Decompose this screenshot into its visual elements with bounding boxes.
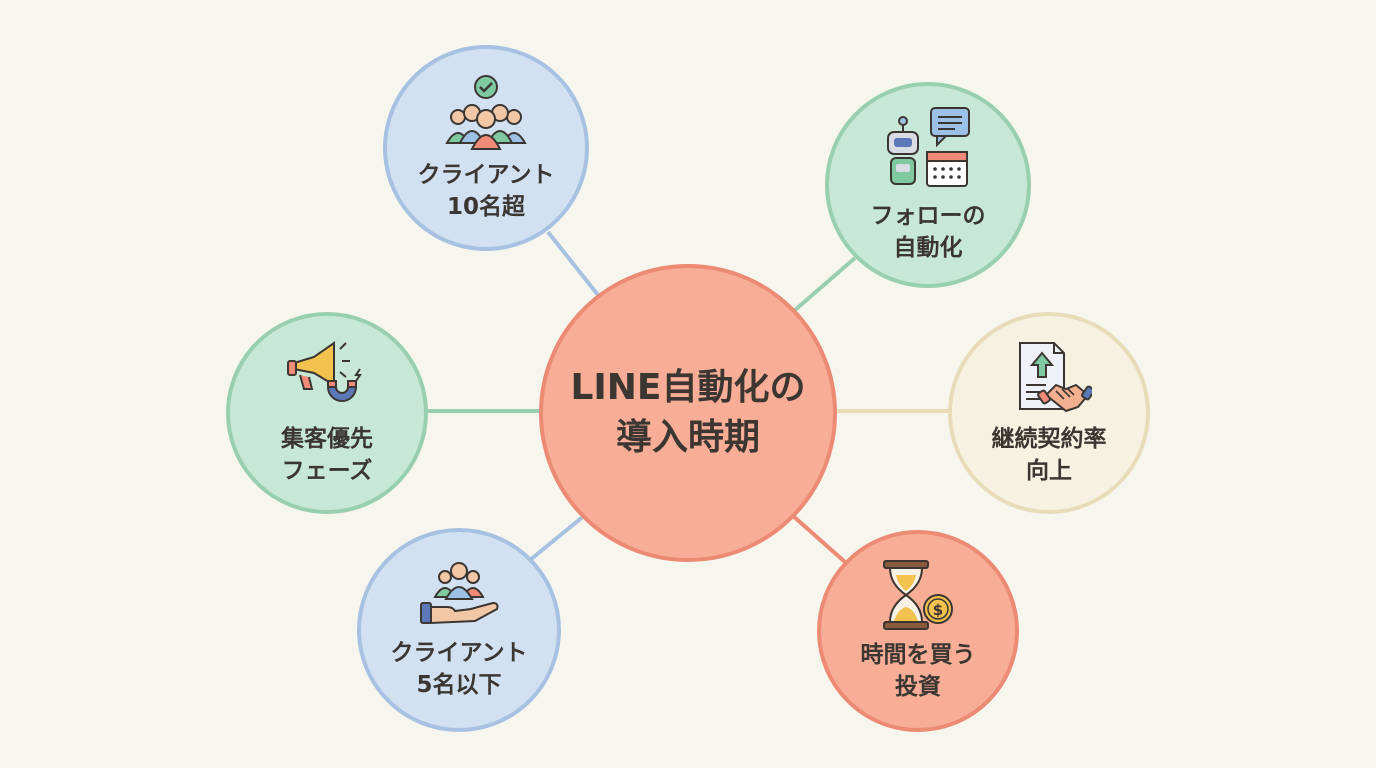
node-acquisition-phase: 集客優先 フェーズ bbox=[226, 312, 428, 514]
hourglass-coin-icon: $ bbox=[883, 560, 953, 630]
node-label: クライアント 5名以下 bbox=[390, 640, 528, 698]
link-clients-10-plus bbox=[546, 230, 600, 297]
svg-text:$: $ bbox=[933, 601, 943, 619]
node-retention-rate: 継続契約率 向上 bbox=[948, 312, 1150, 514]
node-label: 継続契約率 向上 bbox=[991, 426, 1107, 484]
node-label: フォローの 自動化 bbox=[870, 203, 986, 261]
robot-chat-calendar-icon bbox=[887, 107, 970, 187]
link-buy-time bbox=[790, 513, 847, 564]
node-follow-automation: フォローの 自動化 bbox=[825, 82, 1031, 288]
node-clients-10-plus: クライアント 10名超 bbox=[383, 45, 589, 251]
megaphone-magnet-icon bbox=[287, 341, 362, 402]
node-label: 時間を買う 投資 bbox=[860, 642, 976, 700]
hand-people-icon bbox=[420, 562, 499, 625]
node-label: 集客優先 フェーズ bbox=[281, 426, 373, 484]
center-node: LINE自動化の 導入時期 bbox=[539, 264, 837, 562]
link-follow-automation bbox=[793, 256, 857, 312]
team-check-icon bbox=[445, 75, 527, 150]
document-handshake-icon bbox=[1019, 342, 1092, 413]
node-label: クライアント 10名超 bbox=[417, 162, 555, 220]
node-clients-5-or-less: クライアント 5名以下 bbox=[357, 528, 561, 732]
link-clients-5-or-less bbox=[528, 513, 587, 562]
node-buy-time: $ 時間を買う 投資 bbox=[817, 530, 1019, 732]
center-title: LINE自動化の 導入時期 bbox=[570, 367, 806, 458]
